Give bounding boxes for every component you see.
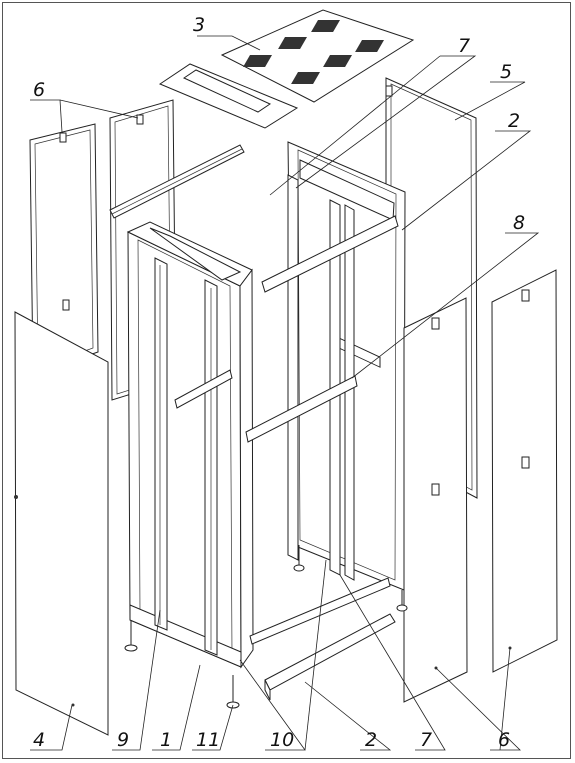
callout-4: 4: [33, 729, 45, 751]
top-cover-vented: [220, 9, 415, 103]
callout-5: 5: [500, 61, 512, 83]
callout-labels: 3 6 7 5 2 8 4 9 1 11 10 2 7 6: [33, 14, 525, 751]
bottom-rail: [264, 613, 396, 701]
callout-9: 9: [117, 729, 129, 751]
side-panel-right-outer: [491, 269, 558, 673]
callout-10: 10: [270, 729, 294, 751]
top-rail-left: [109, 144, 245, 219]
callout-2-bottom: 2: [365, 729, 377, 751]
callout-6-left: 6: [33, 79, 45, 101]
callout-8: 8: [513, 212, 525, 234]
callout-1: 1: [160, 729, 172, 751]
callout-7-bottom: 7: [420, 729, 432, 751]
front-vertical-profiles: [154, 257, 218, 656]
top-cable-plate: [158, 63, 299, 129]
leader-lines: [30, 35, 540, 751]
side-panel-right-front: [403, 297, 468, 703]
front-door: [14, 311, 109, 736]
callout-6-right: 6: [498, 729, 510, 751]
callout-3: 3: [193, 14, 205, 36]
callout-11: 11: [196, 729, 220, 751]
front-frame: [126, 221, 254, 669]
callout-7-top: 7: [458, 35, 470, 57]
callout-2-top: 2: [508, 110, 520, 132]
side-panel-left-front: [29, 123, 99, 375]
